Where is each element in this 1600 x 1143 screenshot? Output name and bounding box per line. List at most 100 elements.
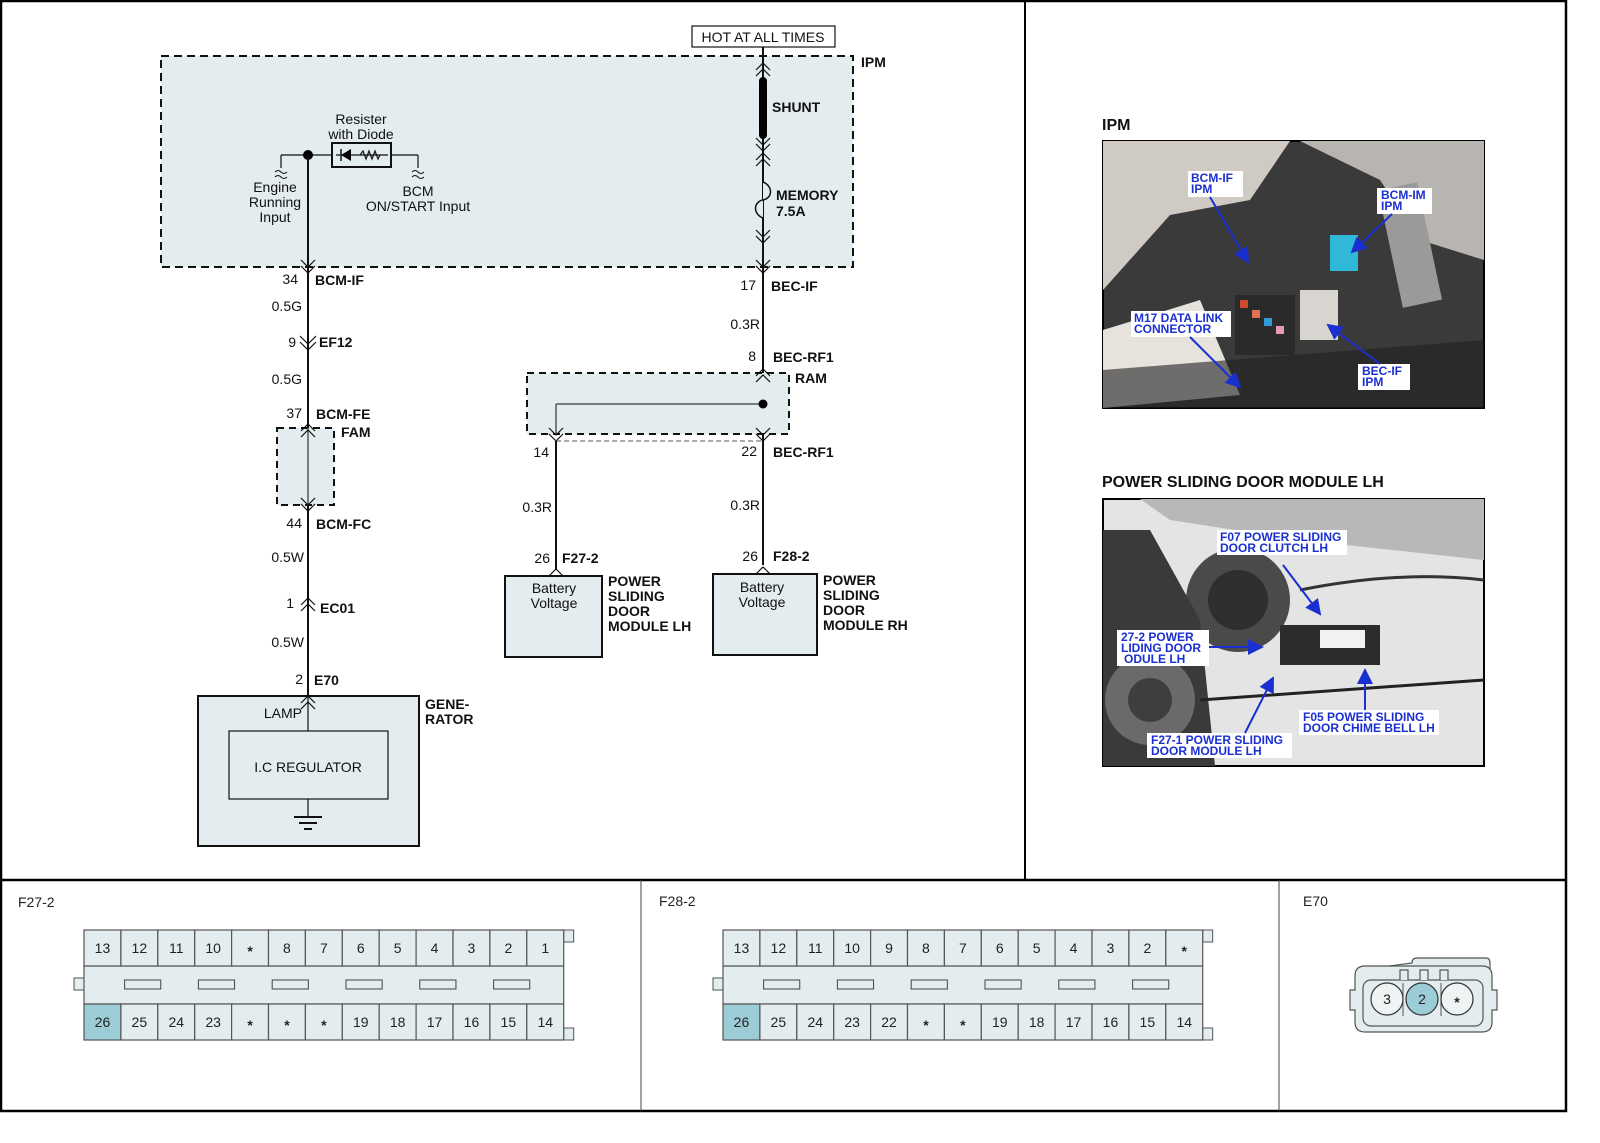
bcm-fe-name: BCM-FE xyxy=(316,406,370,422)
fuse-name: MEMORY xyxy=(776,187,839,203)
f28-2-pin-bottom-18: 18 xyxy=(1017,1003,1056,1041)
fam-label: FAM xyxy=(341,424,371,440)
svg-text:17: 17 xyxy=(1066,1014,1082,1030)
f27-2-pin-top-1: 1 xyxy=(526,929,565,967)
svg-text:14: 14 xyxy=(1176,1014,1192,1030)
bcm-fc-name: BCM-FC xyxy=(316,516,371,532)
f28-2-pin-top-5: 5 xyxy=(1017,929,1056,967)
svg-text:18: 18 xyxy=(1029,1014,1045,1030)
f28-2-pin-bottom-17: 17 xyxy=(1054,1003,1093,1041)
f28-2-pin-top-8: 8 xyxy=(906,929,946,967)
svg-text:BEC-IF: BEC-IF xyxy=(1362,364,1402,378)
svg-text:7: 7 xyxy=(320,940,328,956)
f28-2-pin-top-9: 9 xyxy=(869,929,909,967)
svg-text:9: 9 xyxy=(885,940,893,956)
svg-text:11: 11 xyxy=(169,940,184,956)
wire-spec-1: 0.5G xyxy=(272,298,302,314)
svg-text:*: * xyxy=(960,1017,966,1033)
psd-photo-title: POWER SLIDING DOOR MODULE LH xyxy=(1102,474,1384,491)
svg-text:4: 4 xyxy=(431,940,439,956)
e70-pin-2: 2 xyxy=(1405,982,1439,1016)
module-lh-label-1: POWER xyxy=(608,573,661,589)
svg-text:8: 8 xyxy=(283,940,291,956)
svg-text:11: 11 xyxy=(808,940,823,956)
engine-input-label-3: Input xyxy=(259,209,290,225)
psd-callout-f27-1: F27-1 POWER SLIDING DOOR MODULE LH xyxy=(1147,676,1292,758)
module-rh-inner-1: Battery xyxy=(740,579,784,595)
f27-2-pin-top-10: 10 xyxy=(194,929,233,967)
bcm-fe-connector-icon xyxy=(300,423,316,438)
svg-text:*: * xyxy=(321,1017,327,1033)
svg-text:*: * xyxy=(923,1017,929,1033)
f27-2-pin-top-11: 11 xyxy=(157,929,196,967)
e70-pin-3: 3 xyxy=(1370,982,1404,1016)
svg-text:2: 2 xyxy=(1143,940,1151,956)
ipm-photo-title: IPM xyxy=(1102,117,1130,134)
module-lh-label-2: SLIDING xyxy=(608,588,665,604)
wire-spec-3: 0.5W xyxy=(271,549,304,565)
bcm-if-connector-icon xyxy=(300,259,316,274)
f27-2-pin-bottom-18: 18 xyxy=(378,1003,417,1041)
svg-text:15: 15 xyxy=(1140,1014,1156,1030)
shunt-label: SHUNT xyxy=(772,99,821,115)
f27-2-pin-bottom-25: 25 xyxy=(120,1003,159,1041)
engine-input-label-2: Running xyxy=(249,194,301,210)
ec01-pin: 1 xyxy=(286,595,294,611)
engine-input-label-1: Engine xyxy=(253,179,297,195)
bec-rf1-pin-8: 8 xyxy=(748,348,756,364)
f28-2-pin-top-unused: * xyxy=(1165,929,1204,967)
wire-spec-4: 0.5W xyxy=(271,634,304,650)
f28-2-pin: 26 xyxy=(742,548,758,564)
svg-text:IPM: IPM xyxy=(1191,182,1212,196)
bec-rf1-in-connector-icon xyxy=(755,368,771,383)
f28-2-pin-top-10: 10 xyxy=(833,929,872,967)
svg-text:2: 2 xyxy=(1418,991,1426,1007)
module-lh-label-3: DOOR xyxy=(608,603,650,619)
f27-2-pin-bottom-24: 24 xyxy=(157,1003,196,1041)
f27-2-pin-bottom-14: 14 xyxy=(526,1003,565,1041)
module-rh-label-2: SLIDING xyxy=(823,587,880,603)
svg-text:23: 23 xyxy=(844,1014,860,1030)
svg-text:26: 26 xyxy=(734,1014,750,1030)
ipm-label: IPM xyxy=(861,54,886,70)
module-lh-inner-1: Battery xyxy=(532,580,576,596)
f28-2-pin-bottom-19: 19 xyxy=(980,1003,1019,1041)
f28-2-pin-top-13: 13 xyxy=(722,929,761,967)
bcm-fc-connector-icon xyxy=(300,497,316,512)
svg-text:*: * xyxy=(1182,943,1188,959)
module-rh-box xyxy=(712,573,818,656)
power-source-label: HOT AT ALL TIMES xyxy=(691,25,836,48)
svg-text:F07 POWER SLIDING: F07 POWER SLIDING xyxy=(1220,530,1341,544)
f27-2-pin-top-12: 12 xyxy=(120,929,159,967)
bec-rf1-pin-14: 14 xyxy=(533,444,549,460)
svg-text:3: 3 xyxy=(1107,940,1115,956)
svg-text:F27-1 POWER SLIDING: F27-1 POWER SLIDING xyxy=(1151,733,1283,747)
resister-with-diode xyxy=(274,142,425,179)
svg-text:2: 2 xyxy=(504,940,512,956)
f27-2-pin: 26 xyxy=(534,550,550,566)
ic-regulator-label: I.C REGULATOR xyxy=(254,759,362,775)
f28-2-pin-bottom-16: 16 xyxy=(1091,1003,1130,1041)
f28-2-pin-bottom-unused: * xyxy=(906,1003,946,1041)
ipm-callout-bec-if: BEC-IF IPM xyxy=(1326,323,1410,390)
f27-2-pin-bottom-unused: * xyxy=(304,1003,343,1041)
module-lh-box xyxy=(504,575,603,658)
ec01-name: EC01 xyxy=(320,600,355,616)
svg-text:5: 5 xyxy=(394,940,402,956)
bec-rf1-name-2: BEC-RF1 xyxy=(773,444,834,460)
svg-text:3: 3 xyxy=(1383,991,1391,1007)
svg-text:BCM-IF: BCM-IF xyxy=(1191,171,1233,185)
psd-callout-f07: F07 POWER SLIDING DOOR CLUTCH LH xyxy=(1217,530,1347,616)
module-rh-inner-2: Voltage xyxy=(739,594,786,610)
memory-fuse xyxy=(754,152,772,244)
fam-box xyxy=(276,427,335,506)
svg-text:26: 26 xyxy=(95,1014,111,1030)
svg-text:14: 14 xyxy=(537,1014,553,1030)
svg-text:*: * xyxy=(247,943,253,959)
module-lh-inner-2: Voltage xyxy=(531,595,578,611)
wire-spec-2: 0.5G xyxy=(272,371,302,387)
f27-2-pin-top-7: 7 xyxy=(304,929,343,967)
bec-if-name: BEC-IF xyxy=(771,278,818,294)
svg-text:18: 18 xyxy=(390,1014,406,1030)
